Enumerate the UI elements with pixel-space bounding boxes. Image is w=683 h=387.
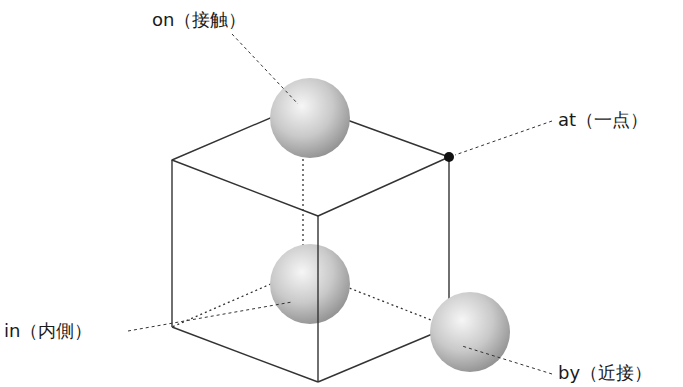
callout-label: in（内側） — [2, 320, 94, 342]
callout-label: on（接触） — [150, 9, 248, 31]
sphere-in — [270, 244, 350, 324]
sphere-on — [270, 78, 350, 158]
callout-label: at（一点） — [556, 109, 650, 131]
sphere-by — [430, 292, 510, 372]
point-at — [444, 152, 454, 162]
callout-label: by（近接） — [556, 362, 654, 384]
leader-lines — [128, 34, 552, 374]
